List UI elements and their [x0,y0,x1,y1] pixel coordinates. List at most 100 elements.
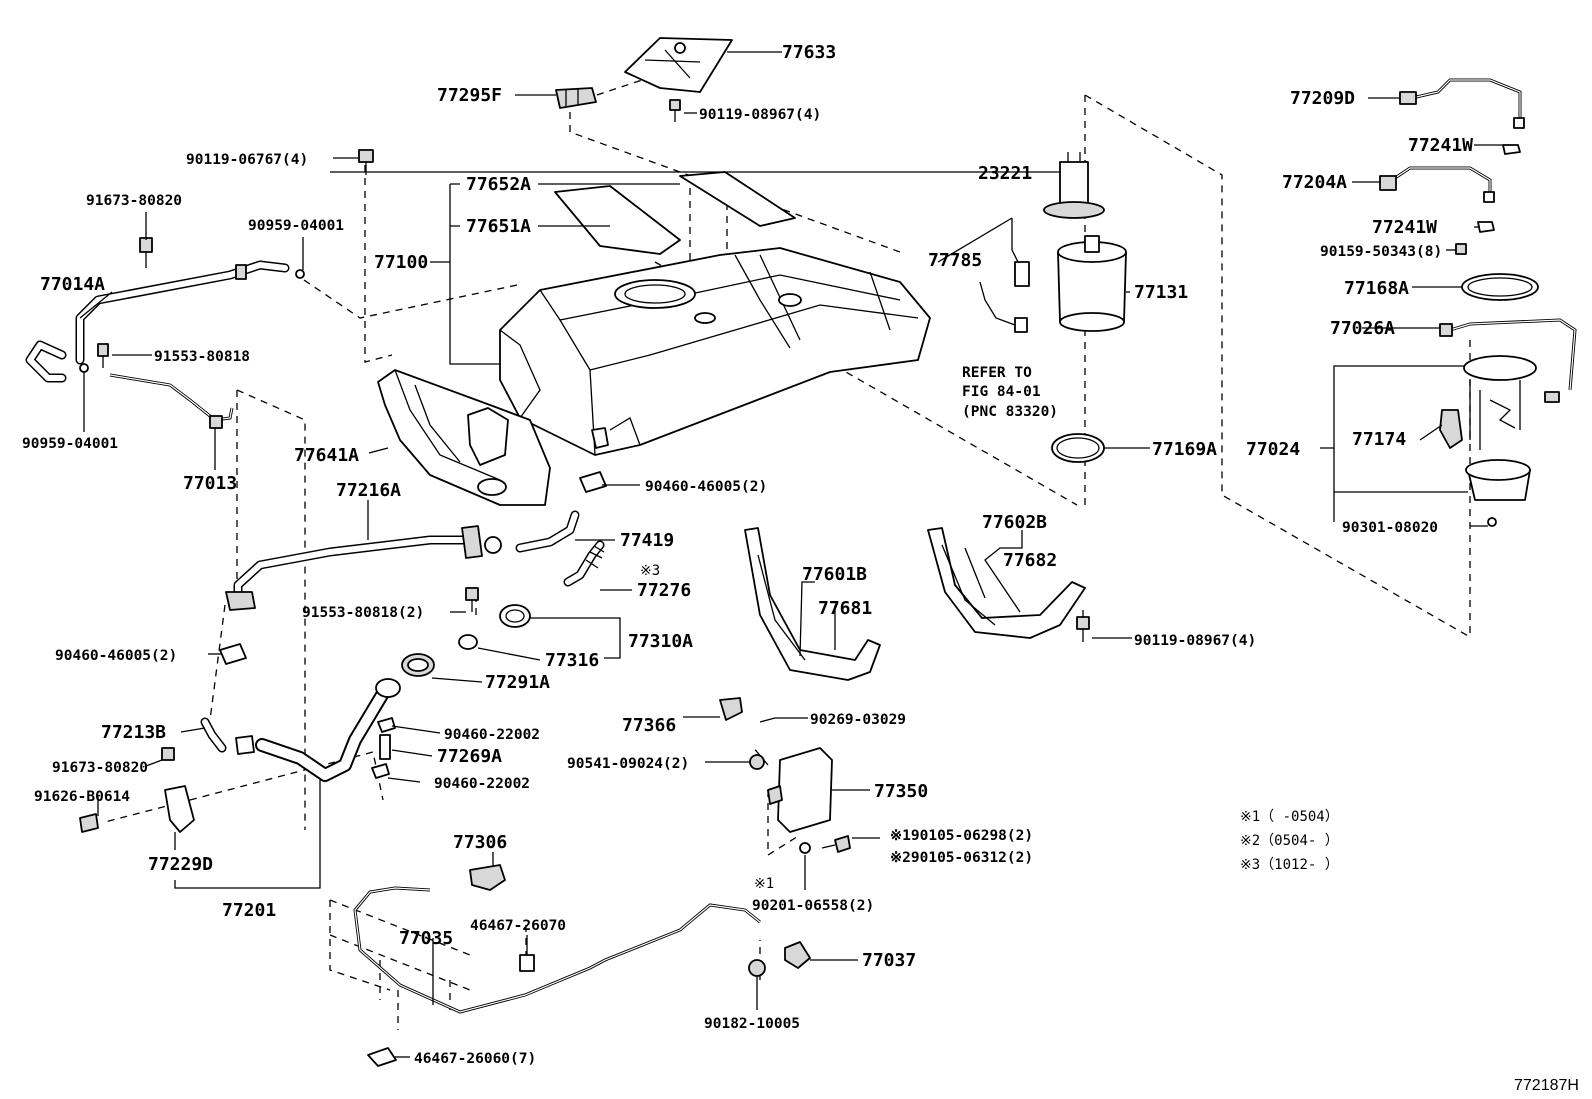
label-90460-46005-top: 90460-46005(2) [645,479,767,495]
screws-90105 [799,835,851,854]
label-90959-04001-bottom: 90959-04001 [22,436,118,452]
vent-hose-77013 [97,343,234,429]
opener-77037 [784,941,811,969]
figure-id: 772187H [1514,1077,1579,1094]
label-90460-22002-bottom: 90460-22002 [434,776,530,792]
hose-77213B [200,717,255,755]
label-77014A: 77014A [40,274,105,295]
clamp-46467-26060 [367,1047,397,1067]
label-90301-08020: 90301-08020 [1342,520,1438,536]
harness-77204A [1379,166,1495,203]
label-77785: 77785 [928,250,982,271]
clamp-46467-26070 [519,954,535,972]
insulator-77651A [554,185,681,255]
label-mark1: ※1 [754,876,774,892]
label-77209D: 77209D [1290,88,1355,109]
label-77641A: 77641A [294,445,359,466]
fuel-tank-77100 [499,247,931,456]
label-90460-46005-bottom: 90460-46005(2) [55,648,177,664]
label-77026A: 77026A [1330,318,1395,339]
hose-77276 [563,540,605,587]
label-77366: 77366 [622,715,676,736]
clip-77241W-b [1477,221,1495,233]
label-90159-50343: 90159-50343(8) [1320,244,1442,260]
tank-protector-77641A [377,369,551,506]
fuel-door-77350 [767,747,833,833]
label-mark3-77276: ※3 [640,563,660,579]
label-90269-03029: 90269-03029 [810,712,906,728]
label-91626-B0614: 91626-B0614 [34,789,130,805]
label-90119-08967-top: 90119-08967(4) [699,107,821,123]
label-77131: 77131 [1134,282,1188,303]
vent-hose-77014A [25,237,305,383]
part-number-labels: 77633 77295F 90119-08967(4) 90119-06767(… [22,42,1473,1067]
gasket-77169A [1051,433,1105,463]
label-90460-22002-top: 90460-22002 [444,727,540,743]
leader-lines [79,51,1503,1058]
label-90105-06298: ※190105-06298(2) [890,828,1033,844]
label-91553-80818-2: 91553-80818(2) [302,605,424,621]
label-refer-line1: REFER TO [962,365,1032,381]
label-77037: 77037 [862,950,916,971]
label-77100: 77100 [374,252,428,273]
bolt-91626-B0614 [79,813,99,833]
strap-77602B [927,527,1086,639]
label-77633: 77633 [782,42,836,63]
hose-77269A [379,734,391,760]
sender-assembly-77024 [1463,355,1537,501]
cable-77035 [353,886,761,1014]
note-3: ※3（1012- ） [1240,857,1339,873]
label-77316: 77316 [545,650,599,671]
clamp-90460-22002-b [371,763,390,779]
harness-77026A [1439,318,1577,403]
tank-bracket-77633 [624,37,733,93]
note-1: ※1（ -0504） [1240,809,1339,825]
wire-harness-77785 [979,218,1030,333]
label-refer-line2: FIG 84-01 [962,384,1041,400]
bracket-77366 [719,697,743,721]
clip-77241W-a [1502,144,1521,155]
label-77216A: 77216A [336,480,401,501]
label-77024: 77024 [1246,439,1300,460]
label-77174: 77174 [1352,429,1406,450]
label-46467-26070: 46467-26070 [470,918,566,934]
label-77306: 77306 [453,832,507,853]
label-77013: 77013 [183,473,237,494]
label-77651A: 77651A [466,216,531,237]
clamp-90460-46005-b [219,643,247,665]
label-77276: 77276 [637,580,691,601]
nut-90182-10005 [748,959,766,977]
bracket-77229D [164,785,195,833]
screw-90159-50343 [1455,243,1467,255]
label-90541-09024: 90541-09024(2) [567,756,689,772]
note-2: ※2（0504- ） [1240,833,1339,849]
cushion-90541-09024 [749,754,765,770]
label-77169A: 77169A [1152,439,1217,460]
gasket-90301-08020 [1487,517,1497,527]
screw-90269-03029 [759,717,776,723]
parts-illustration [25,37,1577,1067]
bolt-top [669,99,681,122]
label-90119-08967-bottom: 90119-08967(4) [1134,633,1256,649]
fuel-cap-77310A [458,604,531,650]
strap-77601B [744,527,881,681]
filler-pipe-77201 [255,678,401,782]
breather-tube-77216A [225,525,502,611]
label-77241W-bottom: 77241W [1372,217,1437,238]
label-90201-06558: 90201-06558(2) [752,898,874,914]
label-90105-06312: ※290105-06312(2) [890,850,1033,866]
label-77229D: 77229D [148,854,213,875]
label-77295F: 77295F [437,85,502,106]
label-77035: 77035 [399,928,453,949]
label-77204A: 77204A [1282,172,1347,193]
gauge-77174 [1439,409,1463,449]
label-91553-80818: 91553-80818 [154,349,250,365]
lever-77306 [469,864,506,891]
label-23221: 23221 [978,163,1032,184]
label-refer-line3: (PNC 83320) [962,404,1058,420]
label-90119-06767: 90119-06767(4) [186,152,308,168]
label-77350: 77350 [874,781,928,802]
label-77419: 77419 [620,530,674,551]
label-77602B: 77602B [982,512,1047,533]
